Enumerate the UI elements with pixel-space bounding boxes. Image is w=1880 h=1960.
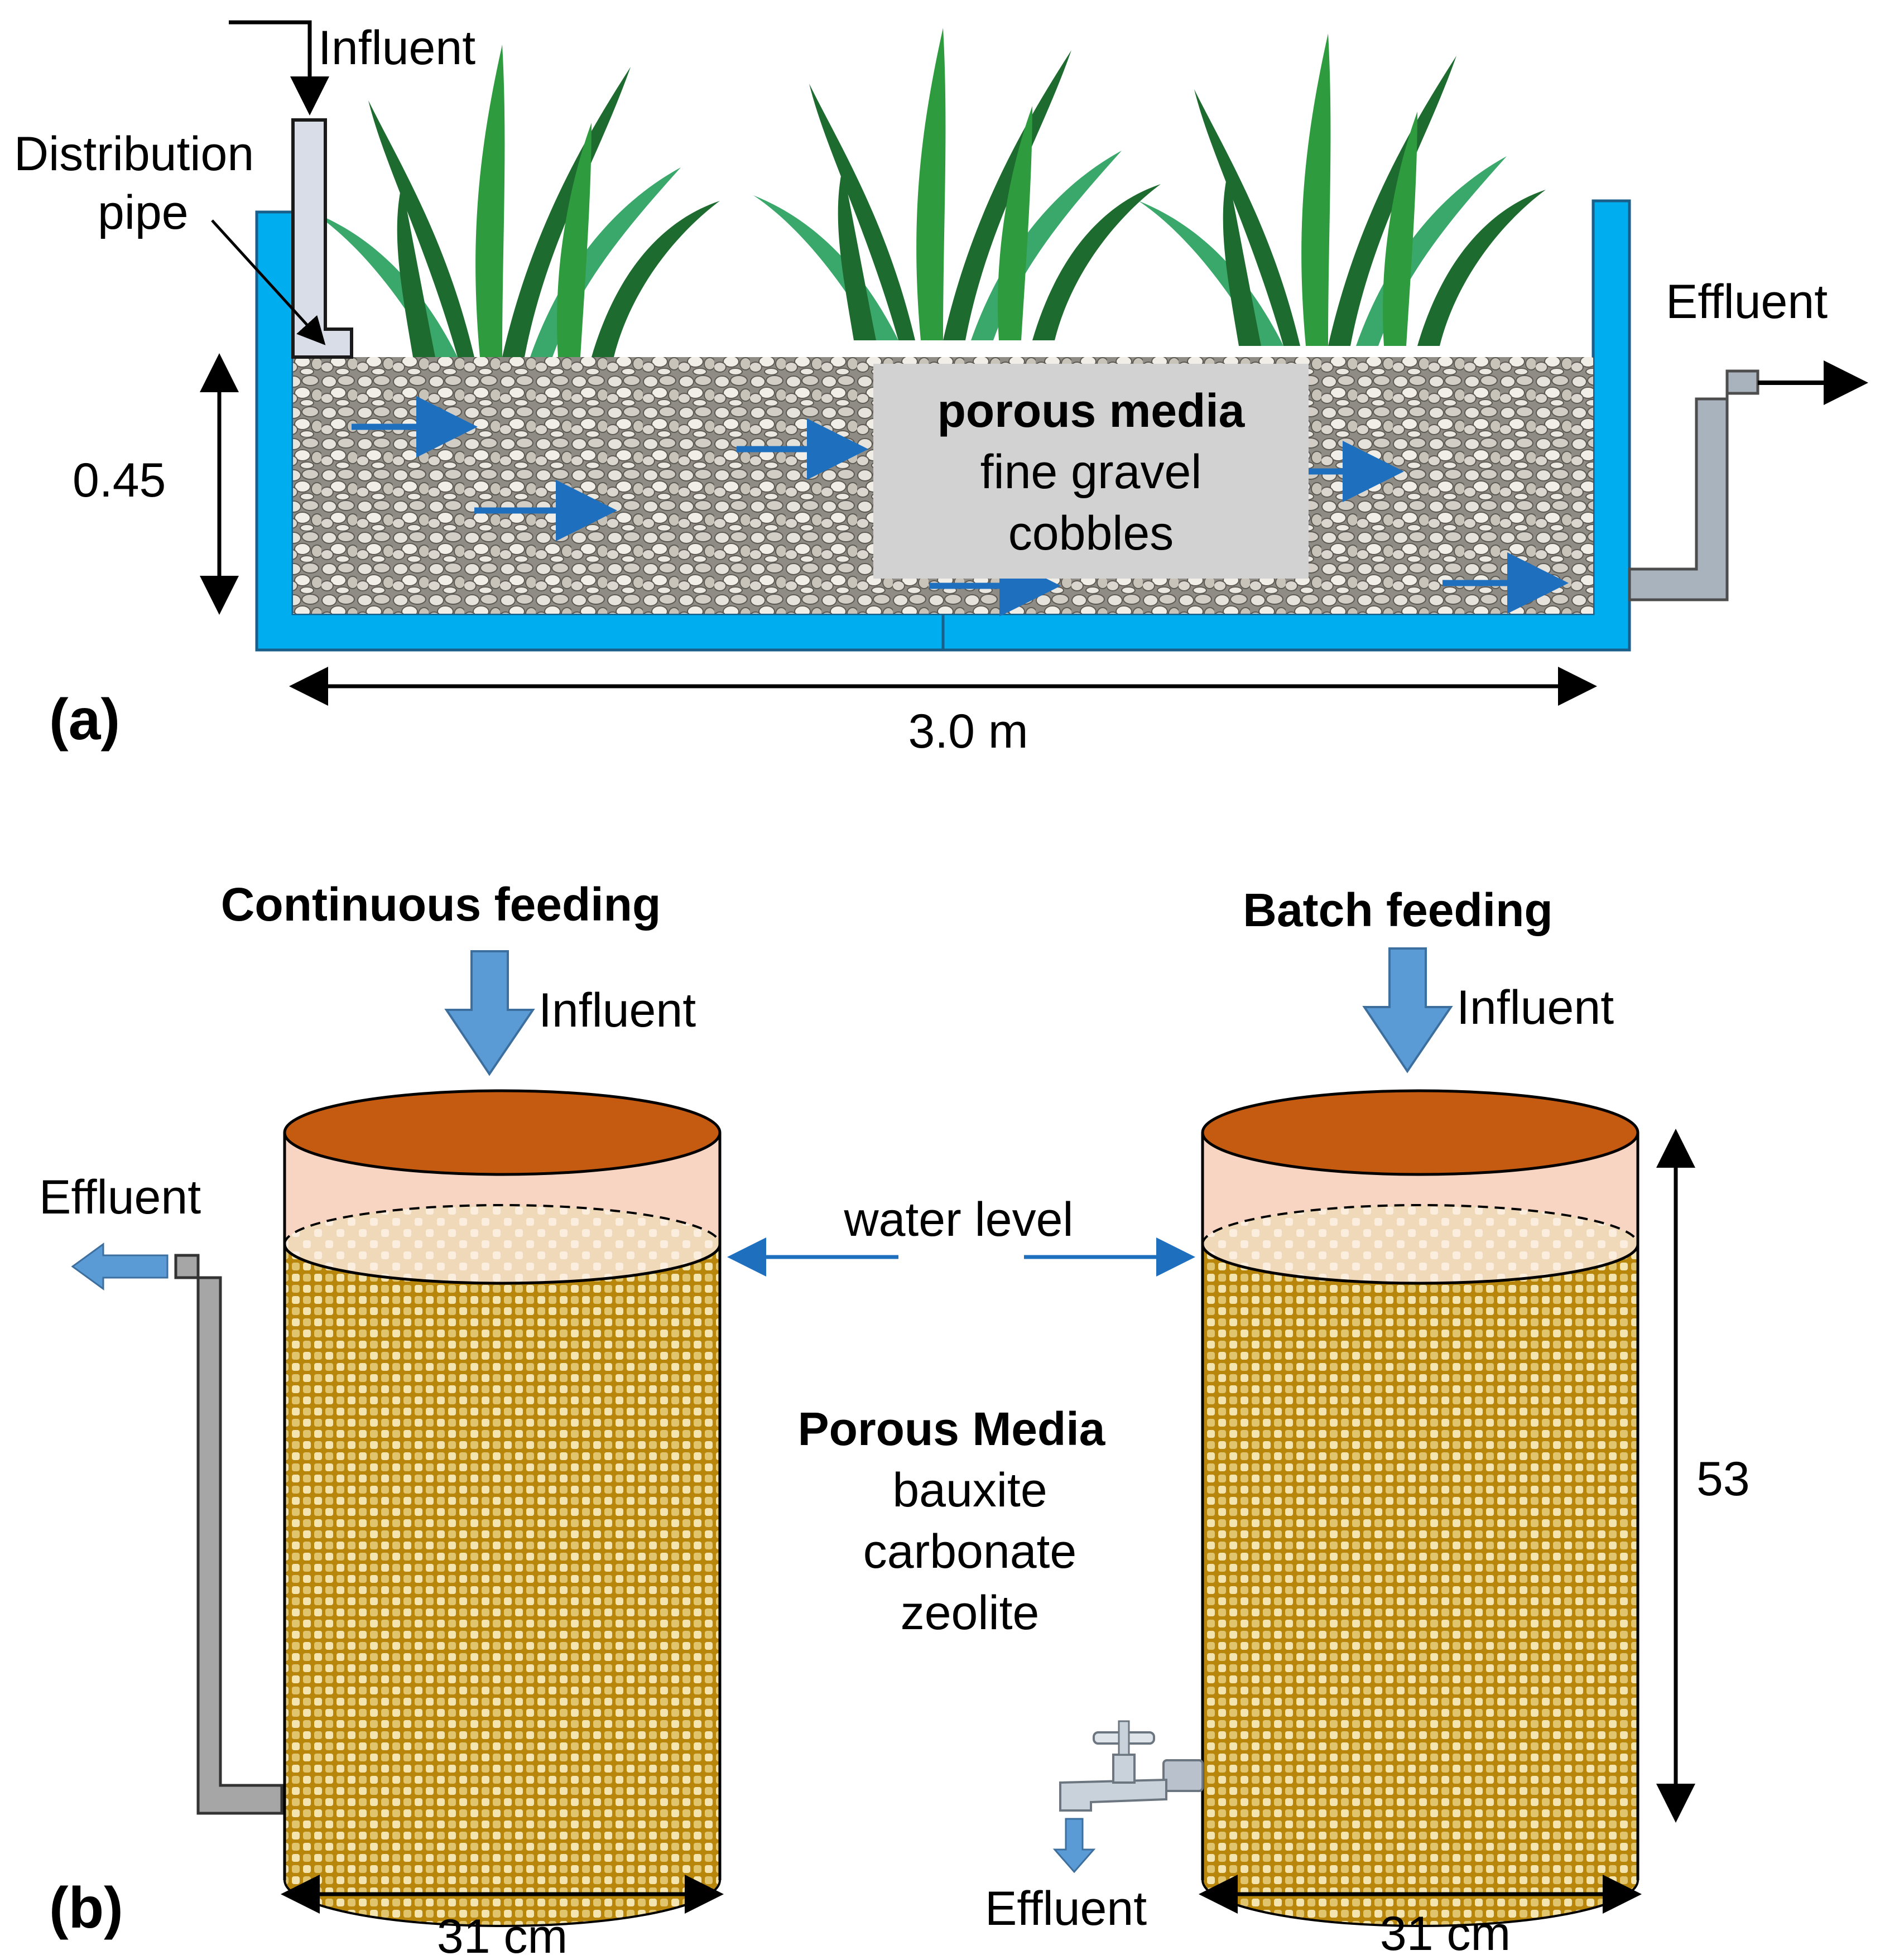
- media-title-b: Porous Media: [798, 1403, 1106, 1455]
- height-label-a: 0.45: [73, 454, 166, 507]
- distribution-pointer: [211, 219, 326, 345]
- plant-icon: [753, 28, 1161, 340]
- cylinder-batch: [1201, 1089, 1639, 1927]
- plant-icon: [312, 45, 720, 357]
- panel-label-a: (a): [49, 687, 120, 752]
- down-arrow-icon: [444, 950, 535, 1076]
- effluent-label-right: Effluent: [985, 1882, 1147, 1935]
- water-level-label: water level: [843, 1193, 1073, 1246]
- distribution-label-line2: pipe: [98, 186, 189, 239]
- media-item: bauxite: [892, 1463, 1047, 1517]
- panel-b: Continuous feeding Batch feeding Influen…: [39, 878, 1750, 1960]
- influent-arrow: [229, 20, 329, 115]
- media-title: porous media: [937, 384, 1246, 437]
- effluent-label-left: Effluent: [39, 1171, 201, 1224]
- media-item: zeolite: [901, 1586, 1040, 1640]
- down-arrow-icon: [1362, 947, 1453, 1073]
- porous-media-fill: [1203, 1244, 1638, 1926]
- tap-icon: [1059, 1720, 1204, 1812]
- influent-label-a: Influent: [318, 21, 475, 75]
- plant-group: [312, 28, 1546, 357]
- distribution-pipe: [291, 118, 353, 359]
- effluent-label-a: Effluent: [1666, 275, 1828, 329]
- media-line-1: fine gravel: [980, 445, 1202, 499]
- panel-label-b: (b): [49, 1876, 123, 1940]
- continuous-title: Continuous feeding: [221, 878, 661, 931]
- length-label-a: 3.0 m: [908, 705, 1028, 758]
- influent-label-right: Influent: [1456, 981, 1614, 1034]
- media-line-2: cobbles: [1008, 507, 1174, 560]
- effluent-arrow-right: [1052, 1818, 1096, 1874]
- porous-media-fill: [285, 1244, 720, 1926]
- cylinder-lid: [1201, 1089, 1639, 1176]
- distribution-label-line1: Distribution: [14, 127, 254, 181]
- cylinder-lid: [283, 1089, 722, 1176]
- batch-title: Batch feeding: [1243, 884, 1552, 936]
- plant-icon: [1138, 33, 1546, 346]
- influent-label-left: Influent: [538, 984, 696, 1037]
- effluent-arrow-left: [71, 1243, 169, 1290]
- media-item: carbonate: [863, 1525, 1077, 1578]
- effluent-pipe: [1628, 369, 1759, 601]
- effluent-pipe-left: [174, 1254, 283, 1815]
- media-label-box: [873, 364, 1309, 579]
- cylinder-continuous: [283, 1089, 722, 1927]
- diameter-label-left: 31 cm: [437, 1910, 568, 1960]
- panel-a: porous media fine gravel cobbles Influen…: [14, 20, 1868, 758]
- flow-arrows: [352, 396, 1569, 617]
- height-label-b: 53: [1696, 1452, 1750, 1506]
- diameter-label-right: 31 cm: [1380, 1907, 1511, 1960]
